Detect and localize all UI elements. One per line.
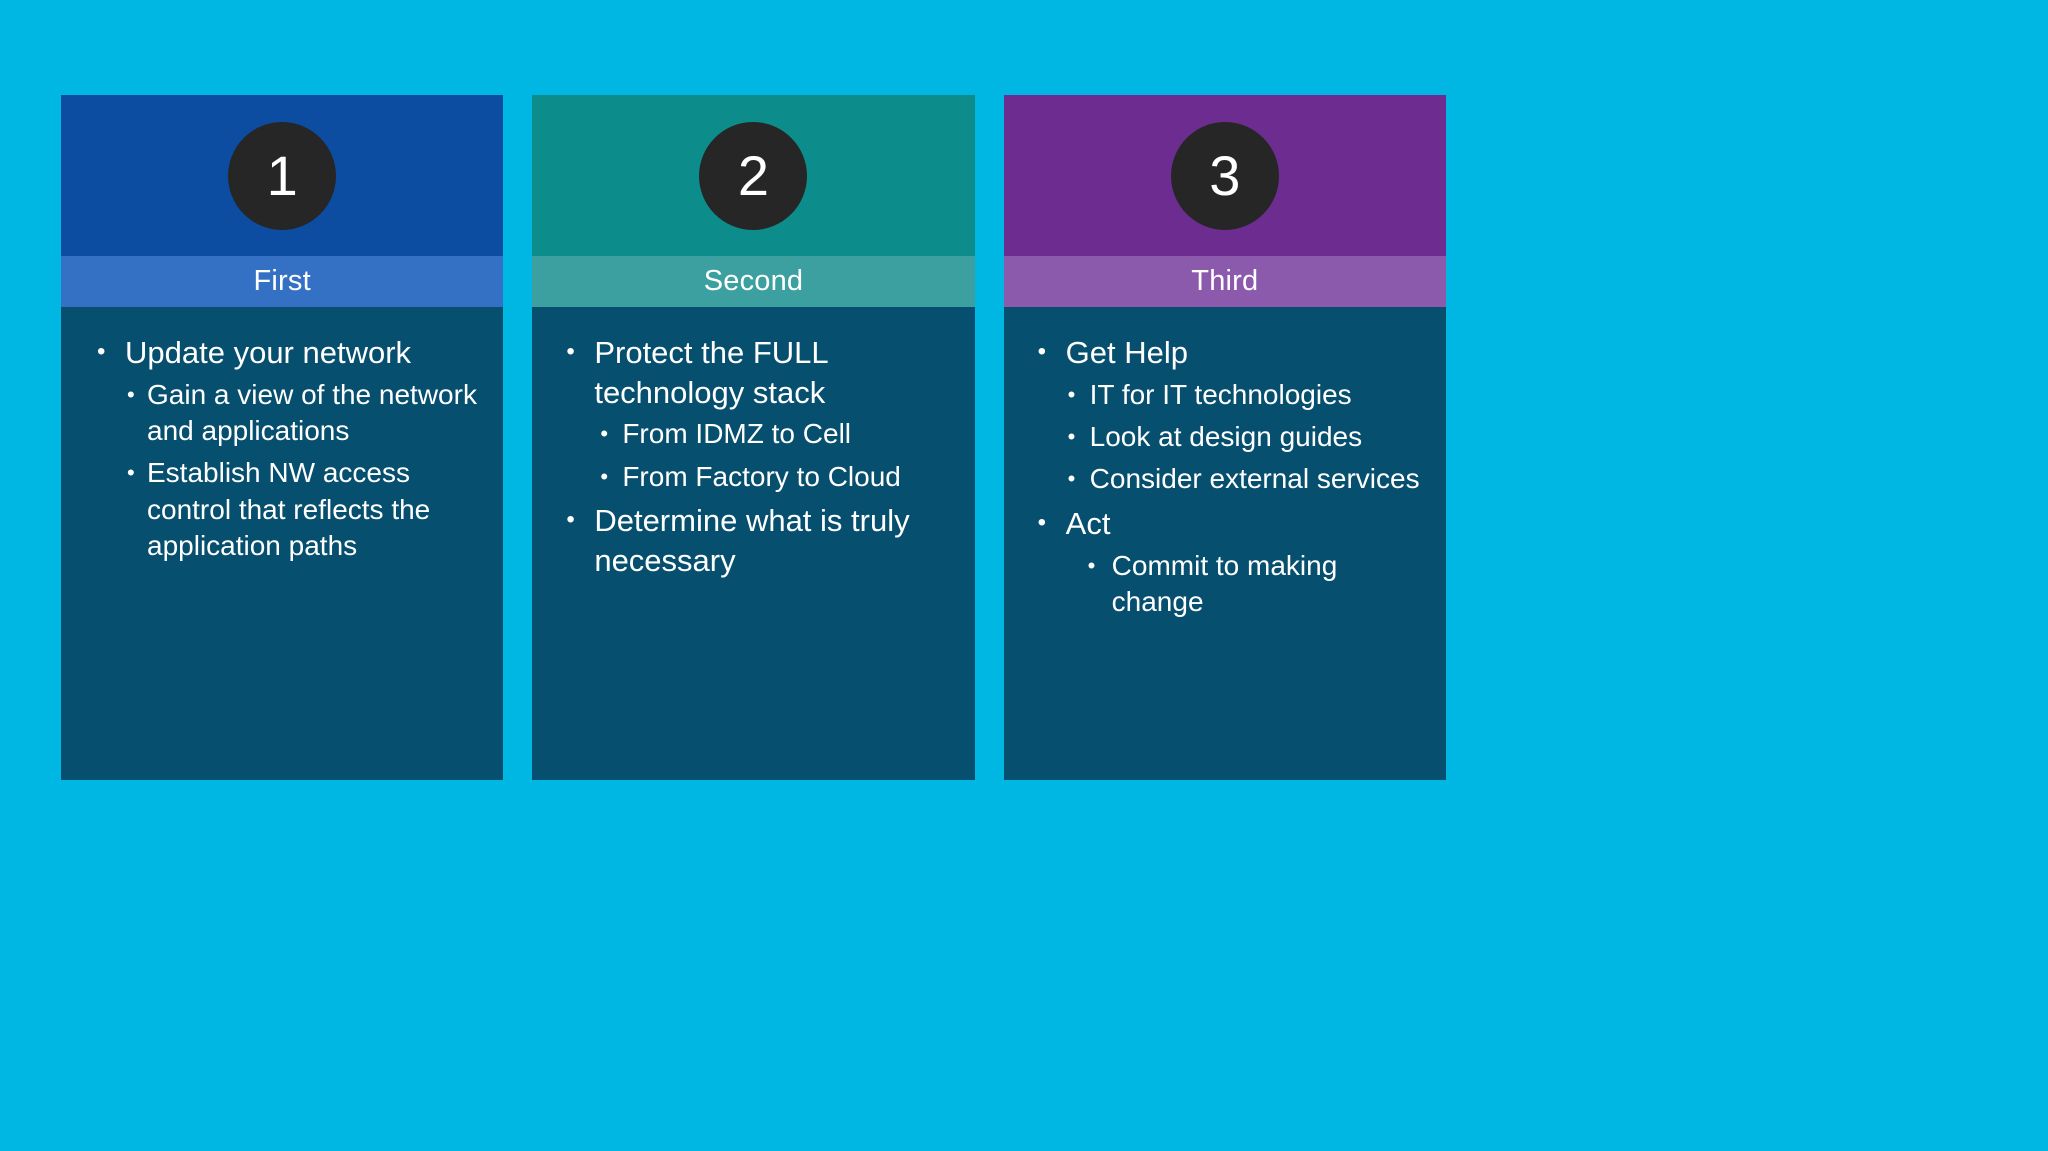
bullet-item-level2: IT for IT technologies bbox=[1066, 377, 1432, 413]
step-card-third-header: 3 bbox=[1003, 95, 1446, 256]
bullet-text-level2: From IDMZ to Cell bbox=[622, 418, 852, 450]
step-number-badge-1: 1 bbox=[228, 121, 337, 230]
bullet-item-level2: Consider external services bbox=[1066, 461, 1432, 497]
step-number-badge-3: 3 bbox=[1170, 121, 1279, 230]
bullet-text-level2: IT for IT technologies bbox=[1089, 378, 1352, 410]
step-card-second[interactable]: 2 Second Protect the FULL technology sta… bbox=[532, 95, 975, 780]
bullet-list-level2: Gain a view of the network and applicati… bbox=[125, 377, 489, 565]
bullet-item-level1: Determine what is truly necessary bbox=[546, 501, 960, 580]
step-label-text-1: First bbox=[253, 265, 311, 297]
bullet-item-level2: From Factory to Cloud bbox=[594, 459, 960, 495]
step-card-first-body: Update your network Gain a view of the n… bbox=[61, 307, 504, 780]
bullet-text-level2: Gain a view of the network and applicati… bbox=[147, 378, 477, 447]
three-step-card-row: 1 First Update your network Gain a view … bbox=[61, 95, 1446, 780]
bullet-text-level2: Establish NW access control that reflect… bbox=[147, 457, 431, 562]
bullet-item-level2: Gain a view of the network and applicati… bbox=[125, 377, 489, 450]
step-card-second-header: 2 bbox=[532, 95, 975, 256]
bullet-text-level1: Get Help bbox=[1065, 335, 1188, 370]
step-card-first-label-band: First bbox=[61, 256, 504, 307]
step-number-label-2: 2 bbox=[737, 143, 770, 207]
bullet-item-level2: From IDMZ to Cell bbox=[594, 416, 960, 452]
bullet-list-level2: From IDMZ to Cell From Factory to Cloud bbox=[594, 416, 960, 495]
bullet-text-level1: Determine what is truly necessary bbox=[594, 503, 910, 578]
step-card-third-body: Get Help IT for IT technologies Look at … bbox=[1003, 307, 1446, 780]
step-card-first-header: 1 bbox=[61, 95, 504, 256]
bullet-item-level1: Get Help IT for IT technologies Look at … bbox=[1018, 333, 1432, 498]
bullet-text-level1: Act bbox=[1065, 505, 1111, 541]
bullet-item-level1: Act Commit to making change bbox=[1018, 504, 1432, 620]
step-card-third[interactable]: 3 Third Get Help IT for IT technologies bbox=[1003, 95, 1446, 780]
bullet-text-level2: From Factory to Cloud bbox=[622, 460, 901, 492]
bullet-list-level1: Get Help IT for IT technologies Look at … bbox=[1018, 333, 1432, 620]
step-card-first[interactable]: 1 First Update your network Gain a view … bbox=[61, 95, 504, 780]
bullet-text-level2: Look at design guides bbox=[1089, 421, 1363, 453]
bullet-item-level2: Establish NW access control that reflect… bbox=[125, 455, 489, 564]
bullet-item-level3: Commit to making change bbox=[1066, 548, 1432, 621]
bullet-text-level3: Commit to making change bbox=[1111, 549, 1338, 617]
step-number-badge-2: 2 bbox=[699, 121, 808, 230]
bullet-item-level1: Protect the FULL technology stack From I… bbox=[546, 333, 960, 495]
bullet-text-level1: Update your network bbox=[125, 335, 412, 370]
step-label-text-2: Second bbox=[703, 265, 804, 297]
bullet-list-level3: Commit to making change bbox=[1066, 548, 1432, 621]
bullet-list-level1: Protect the FULL technology stack From I… bbox=[546, 333, 960, 580]
step-card-second-body: Protect the FULL technology stack From I… bbox=[532, 307, 975, 780]
step-label-text-3: Third bbox=[1191, 265, 1259, 297]
bullet-list-level1: Update your network Gain a view of the n… bbox=[75, 333, 489, 565]
bullet-list-level2: IT for IT technologies Look at design gu… bbox=[1066, 377, 1432, 498]
step-card-second-label-band: Second bbox=[532, 256, 975, 307]
step-number-label-1: 1 bbox=[266, 143, 298, 207]
bullet-item-level2: Look at design guides bbox=[1066, 419, 1432, 455]
bullet-text-level1: Protect the FULL technology stack bbox=[594, 335, 828, 410]
step-card-third-label-band: Third bbox=[1003, 256, 1446, 307]
bullet-text-level2: Consider external services bbox=[1089, 463, 1420, 495]
bullet-item-level1: Update your network Gain a view of the n… bbox=[75, 333, 489, 565]
step-number-label-3: 3 bbox=[1209, 143, 1241, 207]
